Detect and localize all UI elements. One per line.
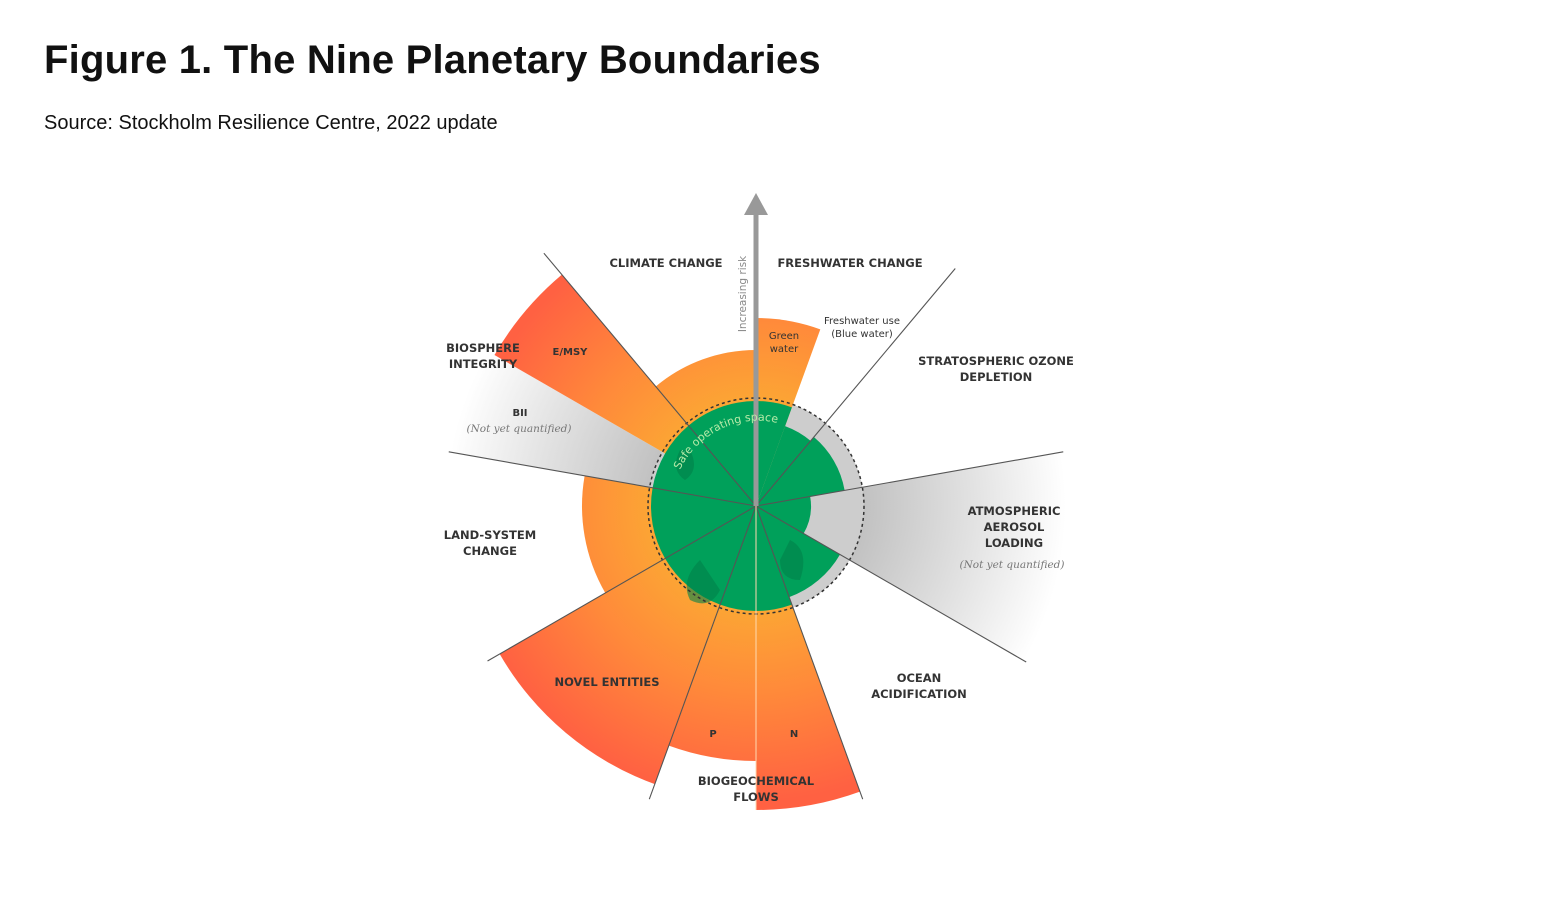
climate-green [688,401,792,506]
blue-water-green [756,426,811,506]
boundary-divider-line [755,451,1064,507]
boundary-divider-line [755,505,864,800]
label-ozone-1: STRATOSPHERIC OZONE [918,354,1074,368]
label-ocean-1: OCEAN [897,671,942,685]
label-phosphorus: P [709,729,716,740]
continents-shape [676,450,804,604]
aerosol-green [756,496,811,534]
label-climate-change: CLIMATE CHANGE [609,256,722,270]
increasing-risk-label: Increasing risk [737,255,749,332]
label-land-system-2: CHANGE [463,544,517,558]
label-ocean-2: ACIDIFICATION [871,687,967,701]
label-biogeochemical-1: BIOGEOCHEMICAL [698,774,815,788]
label-aerosol-note: (Not yet quantified) [960,559,1065,571]
figure-title: Figure 1. The Nine Planetary Boundaries [44,38,821,82]
label-blue-water-1: Freshwater use [824,316,900,327]
label-emsy: E/MSY [553,347,589,358]
label-blue-water-2: (Blue water) [831,329,893,340]
boundary-divider-line [648,505,757,800]
boundary-divider-line [487,505,757,662]
label-bii-note: (Not yet quantified) [467,423,572,435]
label-ozone-2: DEPLETION [960,370,1033,384]
boundary-divider-line [755,268,956,507]
label-land-system-1: LAND-SYSTEM [444,528,536,542]
label-aerosol-2: AEROSOL [984,520,1045,534]
label-nitrogen: N [790,729,798,740]
label-biosphere-1: BIOSPHERE [446,341,520,355]
label-bii: BII [512,408,527,419]
label-biogeochemical-2: FLOWS [733,790,779,804]
figure-source: Source: Stockholm Resilience Centre, 202… [44,112,498,134]
label-biosphere-2: INTEGRITY [449,357,518,371]
label-aerosol-3: LOADING [985,536,1043,550]
ozone-green [756,437,845,506]
label-green-water-2: water [770,344,799,355]
label-aerosol-1: ATMOSPHERIC [968,504,1061,518]
label-novel-entities: NOVEL ENTITIES [554,675,659,689]
boundary-divider-line [543,252,757,507]
boundary-divider-line [448,451,757,507]
boundary-divider-line [755,505,1027,663]
label-green-water-1: Green [769,331,799,342]
arrow-head-icon [744,193,768,215]
label-freshwater-change: FRESHWATER CHANGE [777,256,922,270]
